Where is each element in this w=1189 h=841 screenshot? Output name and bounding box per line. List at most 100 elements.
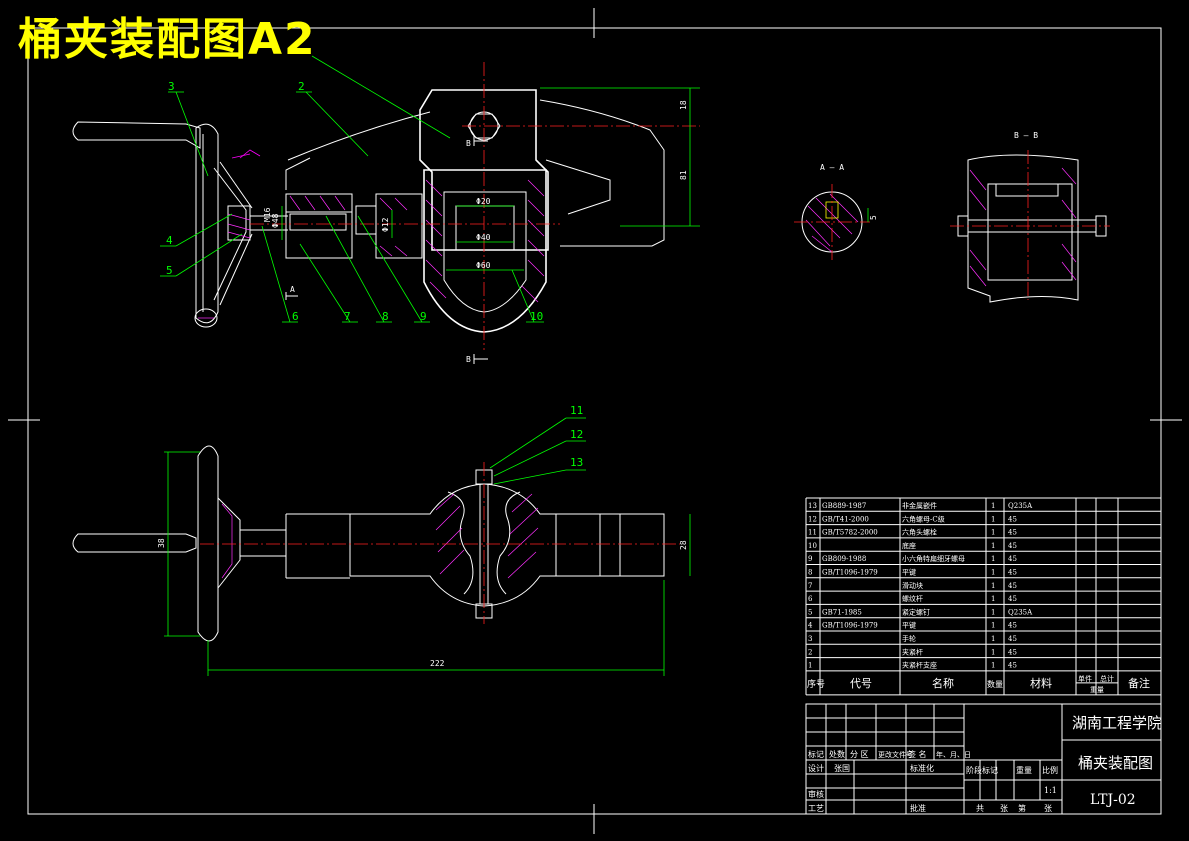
bom-row-name: 小六角特扁细牙螺母 — [902, 554, 965, 563]
tb-zone: 分 区 — [850, 750, 869, 759]
bom-row-material: Q235A — [1008, 608, 1033, 616]
tb-standard: 标准化 — [910, 763, 934, 773]
bom-row-qty: 1 — [991, 622, 995, 630]
balloon-7: 7 — [344, 310, 351, 323]
tb-approve: 批准 — [910, 803, 926, 813]
bom-row-no: 8 — [808, 569, 812, 577]
tb-process: 工艺 — [808, 804, 824, 813]
bom-row-qty: 1 — [991, 515, 995, 523]
bom-row-code: GB/T1096-1979 — [822, 622, 878, 630]
bom-row-name: 夹紧杆支座 — [902, 661, 937, 670]
tb-check: 审核 — [808, 789, 824, 799]
dim-m16: M16 — [263, 207, 272, 222]
bom-row-material: 45 — [1008, 542, 1017, 550]
tb-weight: 重量 — [1016, 765, 1032, 775]
tb-mark: 标记 — [808, 749, 824, 759]
tb-change-doc: 更改文件号 — [878, 750, 913, 759]
tb-page: 第 — [1018, 803, 1026, 813]
bom-row-qty: 1 — [991, 648, 995, 656]
tb-scale: 1:1 — [1044, 786, 1057, 795]
bom-header-no: 序号 — [807, 678, 825, 690]
bom-row-qty: 1 — [991, 569, 995, 577]
dim-81: 81 — [679, 170, 688, 180]
bom-header-qty: 数量 — [987, 679, 1003, 689]
balloon-6: 6 — [292, 310, 299, 323]
bom-row-qty: 1 — [991, 529, 995, 537]
section-a-a — [794, 184, 870, 260]
tb-count: 处数 — [829, 749, 845, 759]
bom-header-total: 总计 — [1100, 674, 1114, 683]
bom-row-no: 11 — [808, 529, 817, 537]
bom-row-no: 10 — [808, 542, 817, 550]
bom-row-no: 2 — [808, 648, 812, 656]
dim-phi20: Φ20 — [476, 197, 491, 206]
bom-row-no: 6 — [808, 595, 813, 603]
bom-row-qty: 1 — [991, 582, 995, 590]
tb-designer: 张国 — [834, 764, 850, 773]
label-b-b: B — B — [1014, 131, 1038, 140]
dimension-texts: 18 81 Φ20 Φ40 Φ60 Φ48 Φ12 M16 38 28 222 … — [157, 100, 878, 668]
bom-row-material: 45 — [1008, 648, 1017, 656]
leader-lines-top — [489, 417, 567, 485]
dim-222: 222 — [430, 659, 445, 668]
section-b-b — [950, 150, 1110, 303]
front-view — [72, 62, 700, 364]
bom-row-material: 45 — [1008, 515, 1017, 523]
dim-38: 38 — [157, 538, 166, 548]
bom-row-qty: 1 — [991, 502, 995, 510]
bom-row-name: 非金属嵌件 — [902, 501, 937, 510]
tb-drawing-no: LTJ-02 — [1090, 792, 1136, 808]
label-b-top: B — [466, 139, 471, 148]
bom-row-qty: 1 — [991, 608, 995, 616]
label-a-a: A — A — [820, 163, 844, 172]
bom-row-material: 45 — [1008, 622, 1017, 630]
top-view — [72, 417, 691, 676]
bom-row-no: 9 — [808, 555, 812, 563]
tb-page-unit: 张 — [1044, 804, 1052, 813]
bom-row-qty: 1 — [991, 542, 995, 550]
tb-sheet: 张 — [1000, 804, 1008, 813]
balloon-12: 12 — [570, 428, 583, 441]
bom-header-remark: 备注 — [1128, 676, 1150, 690]
bom-row-name: 紧定螺钉 — [902, 607, 930, 616]
bom-row-name: 平键 — [902, 568, 916, 577]
dim-5: 5 — [869, 215, 878, 220]
balloon-8: 8 — [382, 310, 389, 323]
bom-row-no: 12 — [808, 515, 817, 523]
balloon-5: 5 — [166, 264, 173, 277]
outer-border — [27, 27, 1162, 815]
bom-row-name: 底座 — [902, 541, 916, 550]
balloon-4: 4 — [166, 234, 173, 247]
bom-row-name: 六角螺母-C级 — [902, 514, 945, 523]
leader-lines-front — [160, 55, 544, 323]
bom-header-code: 代号 — [850, 677, 872, 690]
bom-row-code: GB/T1096-1979 — [822, 569, 878, 577]
bom-row-name: 手轮 — [902, 634, 916, 643]
bom-row-code: GB/T5782-2000 — [822, 529, 878, 537]
bom-row-no: 5 — [808, 608, 812, 616]
bom-row-no: 13 — [808, 502, 817, 510]
balloon-numbers: 3 2 4 5 6 7 8 9 10 11 12 13 — [166, 80, 583, 469]
balloon-9: 9 — [420, 310, 427, 323]
label-a: A — [290, 285, 295, 294]
bom-row-material: 45 — [1008, 555, 1017, 563]
bom-row-material: 45 — [1008, 662, 1017, 670]
bom-row-name: 六角头螺栓 — [902, 528, 937, 537]
bom-row-material: 45 — [1008, 635, 1017, 643]
section-label-texts: A — A B — B A B B — [290, 131, 1038, 364]
tb-stage: 阶段标记 — [966, 765, 998, 775]
bom-row-material: 45 — [1008, 582, 1017, 590]
tb-school: 湖南工程学院 — [1072, 714, 1162, 732]
bom-row-material: 45 — [1008, 595, 1017, 603]
center-marks — [8, 8, 1182, 834]
bom-row-no: 3 — [808, 635, 812, 643]
bom-row-material: 45 — [1008, 529, 1017, 537]
bom-row-qty: 1 — [991, 635, 995, 643]
dim-28: 28 — [679, 540, 688, 550]
balloon-2: 2 — [298, 80, 305, 93]
bom-row-qty: 1 — [991, 595, 995, 603]
tb-total: 共 — [976, 804, 984, 813]
bom-header-material: 材料 — [1030, 676, 1052, 690]
tb-sign: 签 名 — [908, 749, 927, 759]
